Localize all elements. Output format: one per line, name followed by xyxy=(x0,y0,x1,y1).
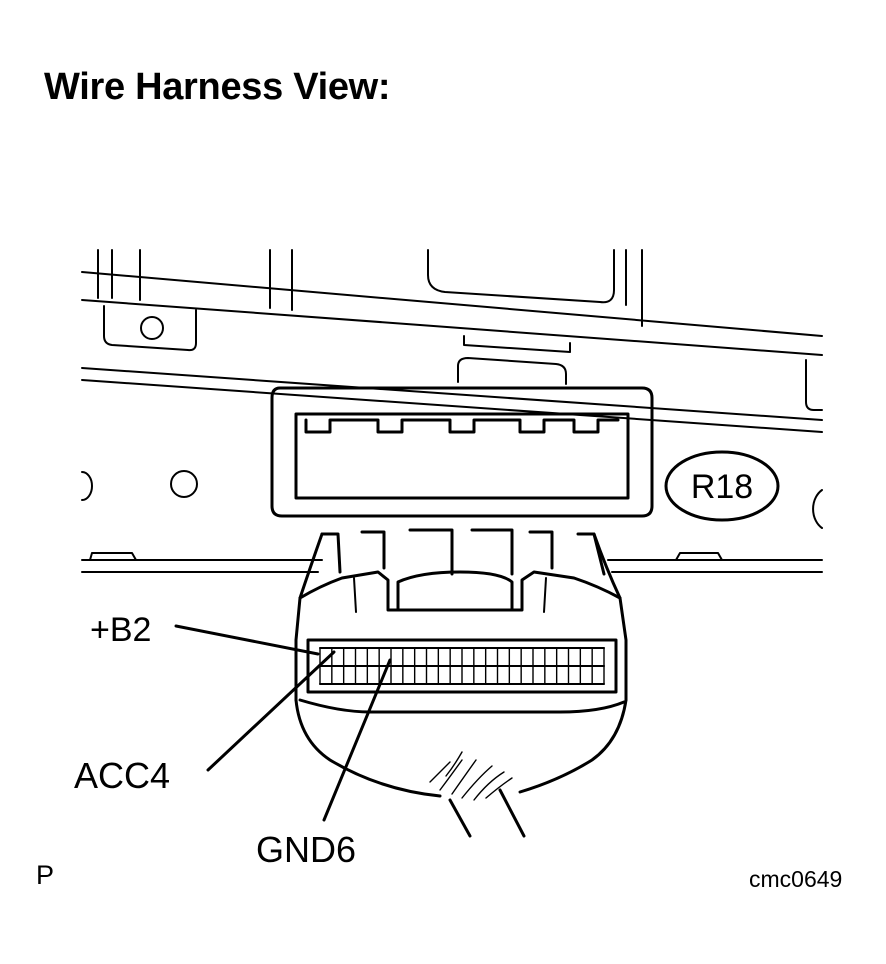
connector-id: R18 xyxy=(691,468,753,506)
harness-connector xyxy=(294,528,628,798)
panel-connector xyxy=(270,386,654,518)
leader-acc4 xyxy=(206,650,336,772)
corner-letter: P xyxy=(36,860,55,890)
leader-lines xyxy=(174,624,392,822)
leader-b2 xyxy=(174,624,320,656)
connector-id-badge: R18 xyxy=(664,450,780,522)
terminal-label-b2: +B2 xyxy=(90,611,151,649)
terminal-label-gnd6: GND6 xyxy=(256,829,356,870)
wire-bundle xyxy=(429,751,526,838)
terminal-label-acc4: ACC4 xyxy=(74,755,170,796)
leader-gnd6 xyxy=(322,658,392,822)
figure-code: cmc0649 xyxy=(749,866,843,892)
mounting-panel xyxy=(81,249,823,573)
diagram-title: Wire Harness View: xyxy=(44,66,391,108)
